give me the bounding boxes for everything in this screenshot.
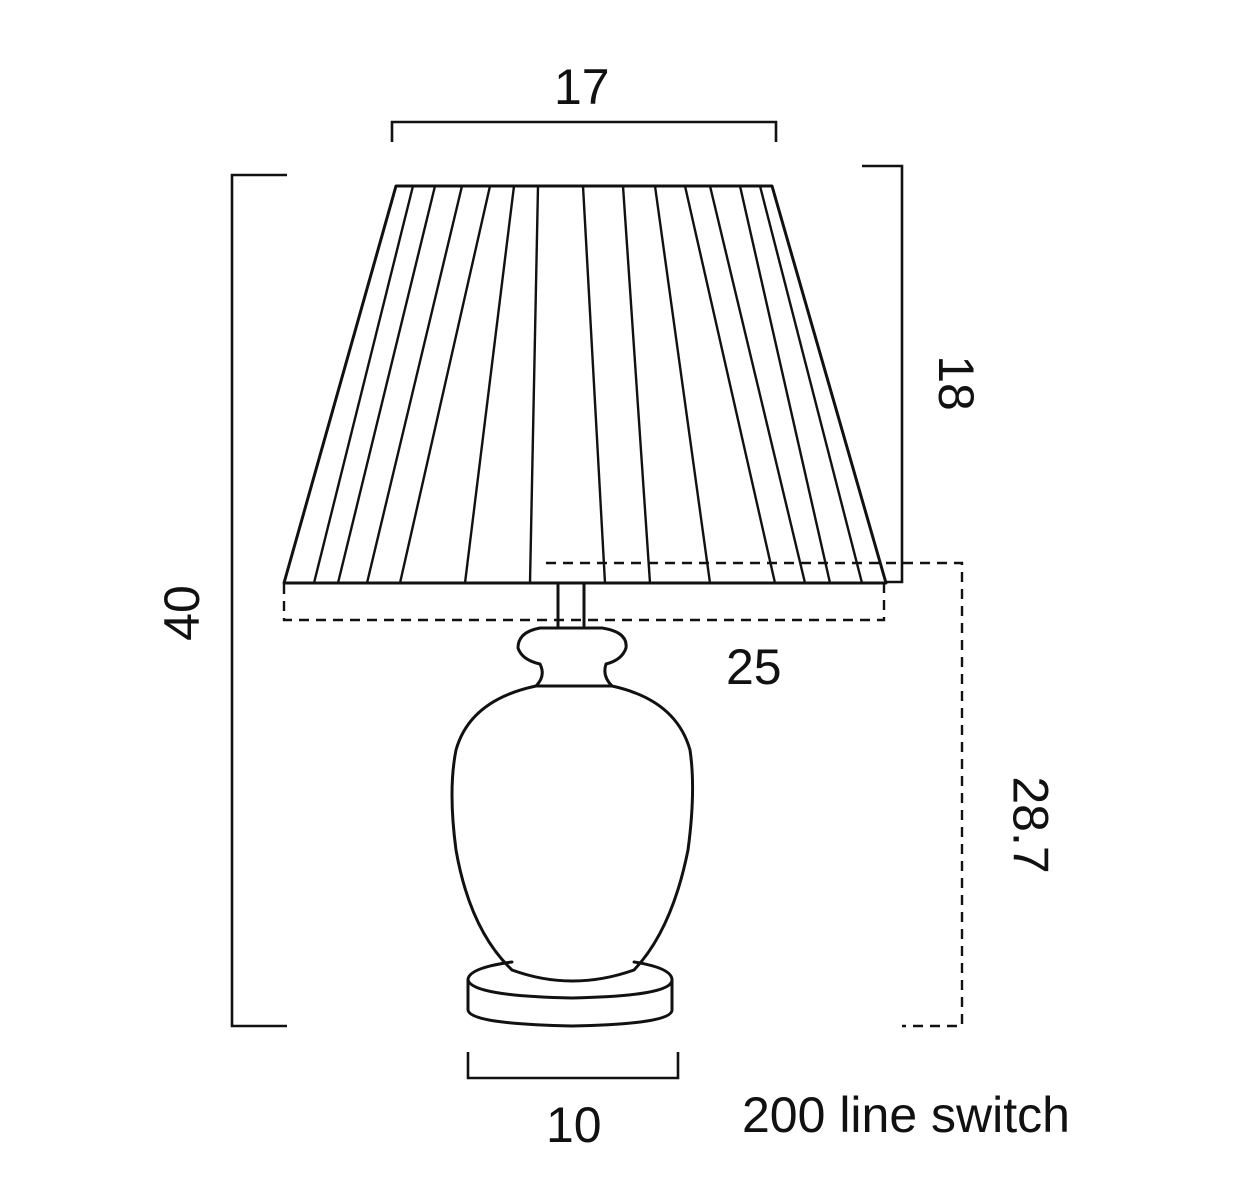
label-overall-height: 40 bbox=[153, 585, 210, 641]
label-shade-bottom-width: 25 bbox=[726, 639, 782, 695]
lamp-stem bbox=[556, 583, 586, 630]
shade-bottom-width-dashed bbox=[282, 584, 886, 622]
lamp-base bbox=[466, 960, 674, 1028]
lamp-neck bbox=[516, 626, 628, 688]
label-base-width: 10 bbox=[546, 1097, 602, 1153]
label-base-height: 28.7 bbox=[1002, 776, 1059, 874]
label-shade-top-width: 17 bbox=[554, 59, 610, 115]
label-shade-height: 18 bbox=[927, 355, 984, 411]
shade-top-width-bracket bbox=[390, 120, 778, 142]
overall-height-bracket bbox=[230, 173, 287, 1028]
shade-height-bracket bbox=[862, 164, 904, 584]
base-width-bracket bbox=[466, 1052, 680, 1080]
switch-note: 200 line switch bbox=[742, 1087, 1070, 1143]
base-height-dashed bbox=[546, 561, 964, 1028]
lamp-body bbox=[450, 684, 695, 983]
lamp-shade bbox=[282, 184, 888, 585]
shade-pleats bbox=[312, 185, 864, 584]
